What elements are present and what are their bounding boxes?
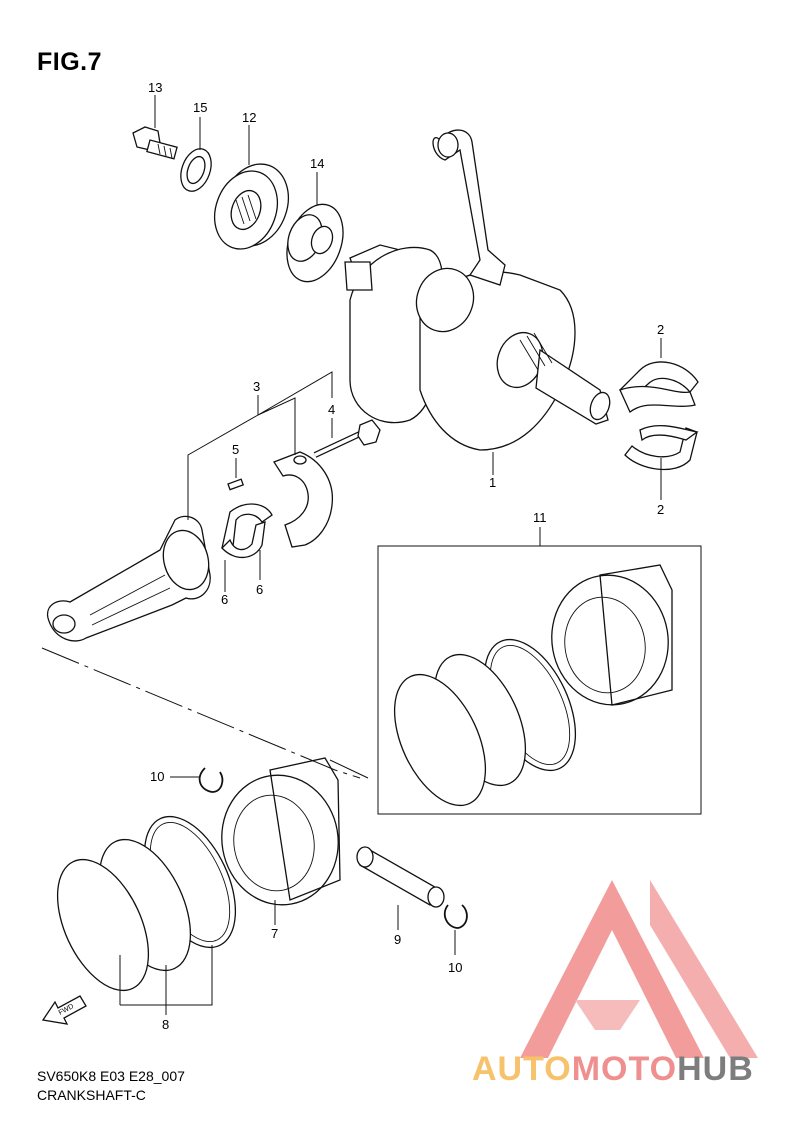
- callout-8: 8: [162, 1017, 169, 1032]
- sprocket-ring-15: [180, 148, 212, 192]
- callout-14: 14: [310, 156, 324, 171]
- piston-7: [221, 757, 341, 906]
- gear-washer-14: [286, 203, 344, 283]
- watermark-hub: HUB: [677, 1050, 754, 1088]
- callout-4: 4: [328, 402, 335, 417]
- conrod-bolt-4: [313, 419, 381, 458]
- leader-lines: [119, 95, 662, 1015]
- conrod-bearing-6: [221, 503, 273, 559]
- piston-rings-8: [56, 815, 237, 992]
- callout-11: 11: [533, 510, 547, 525]
- figure-title: FIG.7: [37, 48, 103, 76]
- primary-gear-12: [214, 163, 289, 250]
- watermark-auto: AUTO: [472, 1050, 572, 1088]
- conrod-cap: [273, 451, 334, 548]
- piston-set-11: [393, 564, 673, 807]
- callout-7: 7: [271, 926, 278, 941]
- crankshaft-1: [344, 129, 611, 451]
- piston-pin-9: [356, 846, 445, 908]
- circlip-10-a: [198, 767, 224, 793]
- watermark-text: AUTOMOTOHUB: [472, 1050, 754, 1089]
- callout-labels: 13 15 12 14 2 2 3 4 5 1 6 6 11 10 10 7 9…: [148, 80, 664, 1032]
- reference-line: [41, 647, 361, 779]
- callout-10-left: 10: [150, 769, 164, 784]
- callout-2-upper: 2: [657, 322, 664, 337]
- callout-12: 12: [242, 110, 256, 125]
- dowel-pin-5: [227, 478, 245, 491]
- callout-5: 5: [232, 442, 239, 457]
- diagram-code: SV650K8 E03 E28_007: [37, 1068, 185, 1084]
- callout-13: 13: [148, 80, 162, 95]
- watermark-moto: MOTO: [571, 1050, 678, 1088]
- diagram-name: CRANKSHAFT-C: [37, 1087, 146, 1103]
- main-bearing-2-upper: [619, 361, 699, 414]
- connecting-rod: [46, 515, 211, 642]
- watermark-logo: [520, 880, 758, 1058]
- forward-arrow-icon: FWD: [41, 995, 87, 1025]
- callout-2-lower: 2: [657, 502, 664, 517]
- callout-9: 9: [394, 932, 401, 947]
- circlip-10-b: [443, 904, 468, 929]
- callout-6-left: 6: [221, 592, 228, 607]
- callout-3: 3: [253, 379, 260, 394]
- main-bearing-2-lower: [624, 425, 699, 471]
- callout-6-right: 6: [256, 582, 263, 597]
- bolt-13: [132, 126, 178, 160]
- callout-1: 1: [489, 475, 496, 490]
- callout-15: 15: [193, 100, 207, 115]
- callout-10-right: 10: [448, 960, 462, 975]
